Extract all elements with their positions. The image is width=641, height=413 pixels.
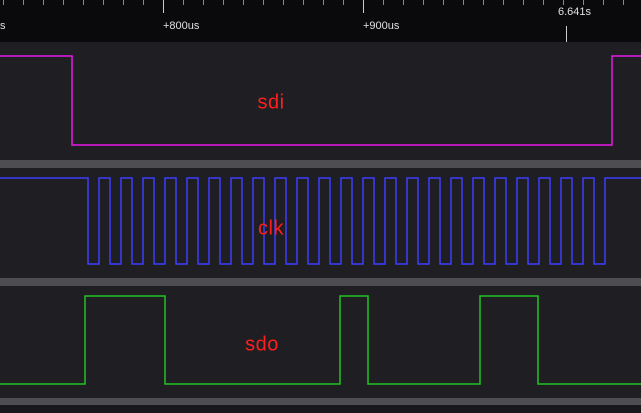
ruler-minor-tick — [3, 0, 4, 5]
sdi-trace — [0, 55, 641, 146]
ruler-time-label-900us: +900us — [363, 20, 400, 32]
ruler-minor-tick — [403, 0, 404, 5]
ruler-partial-label: s — [0, 20, 6, 32]
ruler-minor-tick — [43, 0, 44, 5]
ruler-minor-tick — [483, 0, 484, 5]
ruler-minor-tick — [443, 0, 444, 5]
channel-row-sdo[interactable]: sdo — [0, 286, 641, 398]
ruler-minor-tick — [243, 0, 244, 5]
ruler-minor-tick — [143, 0, 144, 5]
ruler-minor-tick — [83, 0, 84, 5]
channel-label-clk: clk — [258, 217, 284, 240]
channel-row-clk[interactable]: clk — [0, 168, 641, 278]
ruler-cursor-tick — [566, 26, 567, 42]
ruler-minor-tick — [383, 0, 384, 5]
ruler-minor-tick — [123, 0, 124, 5]
ruler-minor-tick — [463, 0, 464, 5]
ruler-minor-tick — [303, 0, 304, 5]
ruler-major-tick — [163, 0, 164, 13]
ruler-minor-tick — [223, 0, 224, 5]
ruler-minor-tick — [563, 0, 564, 5]
ruler-time-label-800us: +800us — [163, 20, 200, 32]
ruler-minor-tick — [263, 0, 264, 5]
ruler-minor-tick — [623, 0, 624, 5]
channel-divider — [0, 398, 641, 405]
ruler-minor-tick — [343, 0, 344, 5]
timeline-ruler[interactable]: s +800us +900us 6.641s — [0, 0, 641, 42]
ruler-minor-tick — [603, 0, 604, 5]
clk-waveform[interactable] — [0, 168, 641, 278]
channel-label-sdi: sdi — [257, 91, 285, 114]
channel-divider — [0, 278, 641, 286]
ruler-minor-tick — [203, 0, 204, 5]
ruler-minor-tick — [583, 0, 584, 5]
ruler-minor-tick — [543, 0, 544, 5]
channel-label-sdo: sdo — [245, 333, 279, 356]
ruler-minor-tick — [103, 0, 104, 5]
sdo-waveform[interactable] — [0, 286, 641, 398]
ruler-absolute-time: 6.641s — [558, 6, 592, 18]
bottom-strip — [0, 405, 641, 413]
ruler-minor-tick — [523, 0, 524, 5]
ruler-minor-tick — [503, 0, 504, 5]
sdo-trace — [0, 295, 641, 385]
ruler-minor-tick — [323, 0, 324, 5]
ruler-minor-tick — [183, 0, 184, 5]
channel-divider — [0, 160, 641, 168]
clk-trace — [0, 177, 641, 265]
ruler-minor-tick — [63, 0, 64, 5]
sdi-waveform[interactable] — [0, 42, 641, 160]
ruler-minor-tick — [283, 0, 284, 5]
channel-row-sdi[interactable]: sdi — [0, 42, 641, 160]
ruler-major-tick — [363, 0, 364, 13]
ruler-minor-tick — [423, 0, 424, 5]
ruler-minor-tick — [23, 0, 24, 5]
